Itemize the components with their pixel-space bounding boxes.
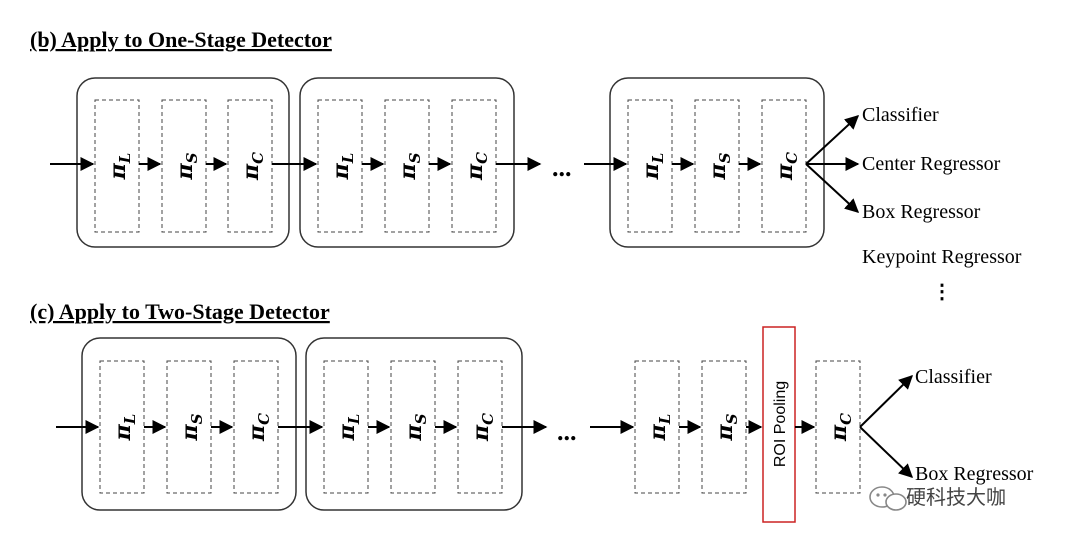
pi-l-label: πL bbox=[110, 414, 139, 442]
pi-s-label: πS bbox=[172, 152, 201, 180]
pi-c-label: πC bbox=[826, 413, 855, 442]
block-pi-c bbox=[457, 360, 503, 494]
pi-s-label: πS bbox=[705, 152, 734, 180]
block-pi-c bbox=[451, 99, 497, 233]
pi-s-label: πS bbox=[712, 413, 741, 441]
block-pi-l bbox=[634, 360, 680, 494]
roi-pooling-block bbox=[762, 326, 796, 523]
output-box-regressor: Box Regressor bbox=[915, 463, 1034, 485]
two-stage-stage-1 bbox=[81, 337, 297, 511]
svg-text:πL: πL bbox=[645, 414, 674, 442]
one-stage-arrows bbox=[50, 115, 860, 213]
block-pi-l bbox=[94, 99, 140, 233]
one-stage-stage-3 bbox=[609, 77, 825, 248]
svg-text:πC: πC bbox=[462, 152, 491, 181]
block-pi-c bbox=[761, 99, 807, 233]
svg-text:πC: πC bbox=[468, 413, 497, 442]
output-center-regressor: Center Regressor bbox=[862, 153, 1001, 175]
pi-l-label: πL bbox=[334, 414, 363, 442]
pi-l-label: πL bbox=[645, 414, 674, 442]
block-pi-l bbox=[99, 360, 145, 494]
two-stage-stage-2 bbox=[305, 337, 523, 511]
svg-text:πS: πS bbox=[401, 413, 430, 441]
svg-text:πL: πL bbox=[638, 153, 667, 181]
output-classifier: Classifier bbox=[915, 366, 992, 388]
block-pi-s bbox=[384, 99, 430, 233]
svg-text:πL: πL bbox=[334, 414, 363, 442]
svg-text:πL: πL bbox=[110, 414, 139, 442]
pi-s-label: πS bbox=[395, 152, 424, 180]
pi-c-label: πC bbox=[244, 413, 273, 442]
pi-c-label: πC bbox=[462, 152, 491, 181]
two-stage-title: (c) Apply to Two-Stage Detector bbox=[30, 299, 330, 324]
block-pi-s bbox=[166, 360, 212, 494]
more-outputs-ellipsis: ⋮ bbox=[932, 281, 952, 303]
block-pi-l bbox=[317, 99, 363, 233]
output-classifier: Classifier bbox=[862, 104, 939, 126]
svg-text:πC: πC bbox=[826, 413, 855, 442]
watermark: 硬科技大咖 bbox=[869, 485, 1006, 511]
block-pi-s bbox=[701, 360, 747, 494]
one-stage-stage-2 bbox=[299, 77, 515, 248]
pi-c-label: πC bbox=[772, 152, 801, 181]
block-pi-c bbox=[815, 360, 861, 494]
one-stage-ellipsis: ... bbox=[552, 153, 572, 182]
pi-l-label: πL bbox=[638, 153, 667, 181]
pi-l-label: πL bbox=[328, 153, 357, 181]
pi-c-label: πC bbox=[468, 413, 497, 442]
svg-text:πC: πC bbox=[244, 413, 273, 442]
roi-pooling-label: ROI Pooling bbox=[772, 381, 789, 467]
svg-text:πC: πC bbox=[772, 152, 801, 181]
svg-text:πC: πC bbox=[238, 152, 267, 181]
one-stage-title: (b) Apply to One-Stage Detector bbox=[30, 27, 332, 52]
block-pi-c bbox=[227, 99, 273, 233]
two-stage-ellipsis: ... bbox=[557, 417, 577, 446]
svg-text:πS: πS bbox=[395, 152, 424, 180]
pi-s-label: πS bbox=[177, 413, 206, 441]
block-pi-s bbox=[390, 360, 436, 494]
pi-s-label: πS bbox=[401, 413, 430, 441]
block-pi-s bbox=[161, 99, 207, 233]
pi-l-label: πL bbox=[105, 153, 134, 181]
svg-text:ROI Pooling: ROI Pooling bbox=[772, 381, 789, 467]
output-box-regressor: Box Regressor bbox=[862, 201, 981, 223]
pi-c-label: πC bbox=[238, 152, 267, 181]
block-pi-c bbox=[233, 360, 279, 494]
one-stage-stage-1 bbox=[76, 77, 290, 248]
block-pi-s bbox=[694, 99, 740, 233]
svg-text:πL: πL bbox=[105, 153, 134, 181]
watermark-text: 硬科技大咖 bbox=[906, 485, 1006, 509]
two-stage-arrows bbox=[56, 375, 914, 478]
svg-text:πL: πL bbox=[328, 153, 357, 181]
svg-text:πS: πS bbox=[172, 152, 201, 180]
svg-text:πS: πS bbox=[712, 413, 741, 441]
output-keypoint-regressor: Keypoint Regressor bbox=[862, 246, 1022, 268]
wechat-icon bbox=[869, 486, 907, 511]
svg-text:πS: πS bbox=[705, 152, 734, 180]
block-pi-l bbox=[627, 99, 673, 233]
svg-text:πS: πS bbox=[177, 413, 206, 441]
block-pi-l bbox=[323, 360, 369, 494]
